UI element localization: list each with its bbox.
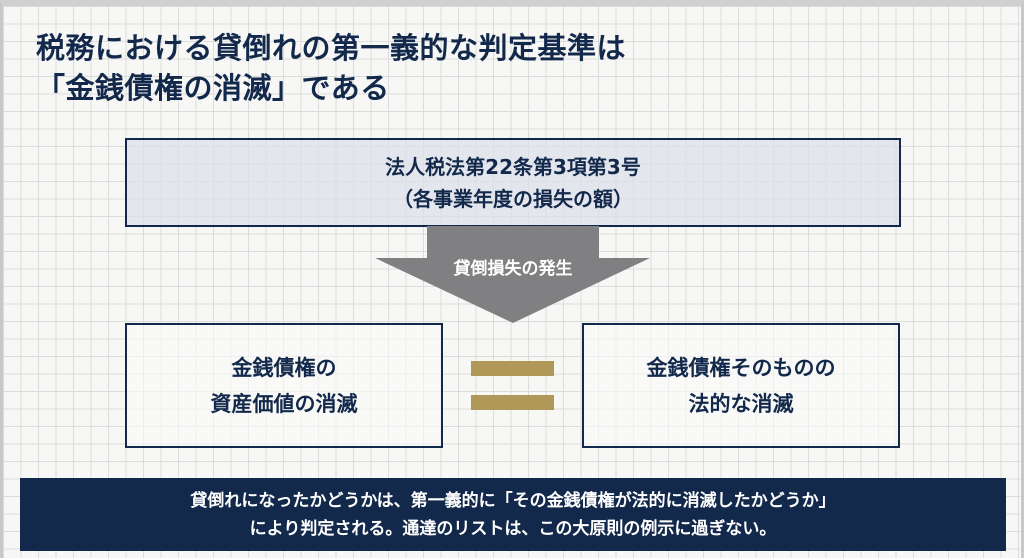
equals-icon-top-bar xyxy=(471,361,554,376)
conclusion-line-1: 貸倒れになったかどうかは、第一義的に「その金銭債権が法的に消滅したかどうか」 xyxy=(190,490,836,511)
asset-value-box: 金銭債権の 資産価値の消滅 xyxy=(125,323,443,448)
legal-extinction-box: 金銭債権そのものの 法的な消滅 xyxy=(582,323,900,448)
down-arrow-shape xyxy=(375,226,650,323)
law-reference-box: 法人税法第22条第3項第3号 （各事業年度の損失の額） xyxy=(125,138,901,227)
slide-title: 税務における貸倒れの第一義的な判定基準は 「金銭債権の消滅」である xyxy=(36,28,626,108)
conclusion-banner: 貸倒れになったかどうかは、第一義的に「その金銭債権が法的に消滅したかどうか」 に… xyxy=(20,478,1006,551)
asset-value-line-1: 金銭債権の xyxy=(231,355,337,380)
title-line-2: 「金銭債権の消滅」である xyxy=(36,71,390,105)
title-line-1: 税務における貸倒れの第一義的な判定基準は xyxy=(36,31,627,65)
arrow-label: 貸倒損失の発生 xyxy=(453,259,573,279)
legal-extinction-line-2: 法的な消滅 xyxy=(688,391,794,416)
conclusion-line-2: により判定される。通達のリストは、この大原則の例示に過ぎない。 xyxy=(249,518,777,539)
law-reference-line-1: 法人税法第22条第3項第3号 xyxy=(385,154,641,179)
legal-extinction-line-1: 金銭債権そのものの xyxy=(646,355,836,380)
asset-value-line-2: 資産価値の消滅 xyxy=(210,391,358,416)
equals-icon-bottom-bar xyxy=(471,395,554,410)
law-reference-line-2: （各事業年度の損失の額） xyxy=(393,186,633,211)
